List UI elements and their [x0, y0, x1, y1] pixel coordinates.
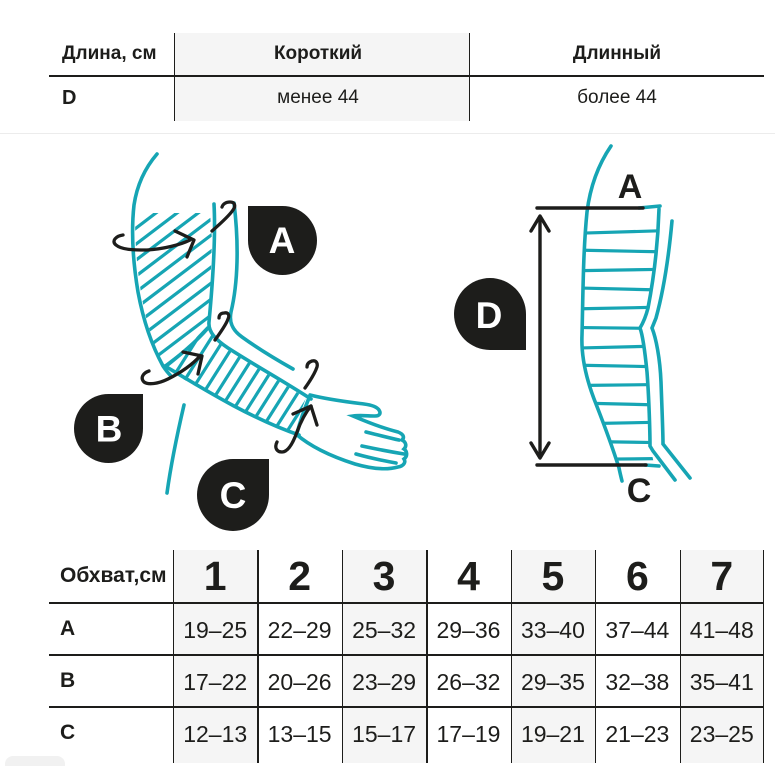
svg-text:C: C	[220, 475, 247, 516]
svg-text:D: D	[476, 295, 503, 336]
svg-text:C: C	[627, 472, 652, 510]
svg-text:B: B	[96, 409, 123, 450]
svg-text:A: A	[269, 220, 296, 261]
svg-text:A: A	[618, 168, 643, 206]
